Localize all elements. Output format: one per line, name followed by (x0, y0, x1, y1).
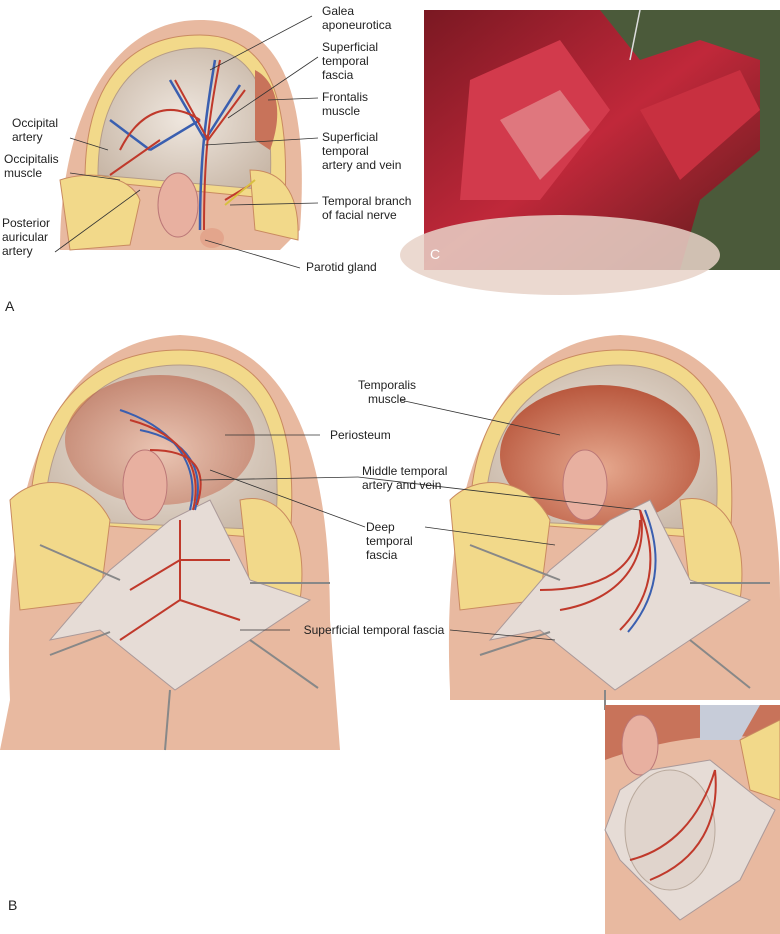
leader-lines (54, 15, 641, 641)
label-periosteum: Periosteum (330, 428, 391, 442)
panel-letter-b: B (8, 897, 18, 913)
label-temporal-branch-facial-nerve: Temporal branch of facial nerve (322, 194, 412, 222)
panel-c-photo (400, 9, 780, 295)
panel-a-head (59, 20, 302, 251)
panel-letter-a: A (5, 298, 15, 314)
label-posterior-auricular-artery: Posterior auricular artery (2, 216, 51, 258)
label-superficial-temporal-artery: Superficial temporal artery and vein (322, 130, 402, 172)
label-galea-aponeurotica: Galea aponeurotica (322, 4, 392, 32)
label-frontalis-muscle: Frontalis muscle (322, 90, 369, 118)
panel-b-inset (604, 705, 780, 934)
label-parotid-gland: Parotid gland (306, 260, 377, 274)
label-occipitalis-muscle: Occipitalis muscle (4, 152, 59, 180)
panel-b-left-head (0, 335, 340, 751)
panel-b-right-head (448, 335, 780, 710)
label-middle-temporal-artery-vein: Middle temporal artery and vein (362, 464, 448, 492)
label-superficial-temporal-fascia-b: Superficial temporal fascia (303, 623, 445, 637)
label-occipital-artery: Occipital artery (12, 116, 59, 144)
panel-letter-c: C (430, 246, 441, 262)
label-temporalis-muscle: Temporalis muscle (357, 378, 417, 406)
label-superficial-temporal-fascia-a: Superficial temporal fascia (322, 40, 379, 82)
label-deep-temporal-fascia: Deep temporal fascia (366, 520, 413, 562)
